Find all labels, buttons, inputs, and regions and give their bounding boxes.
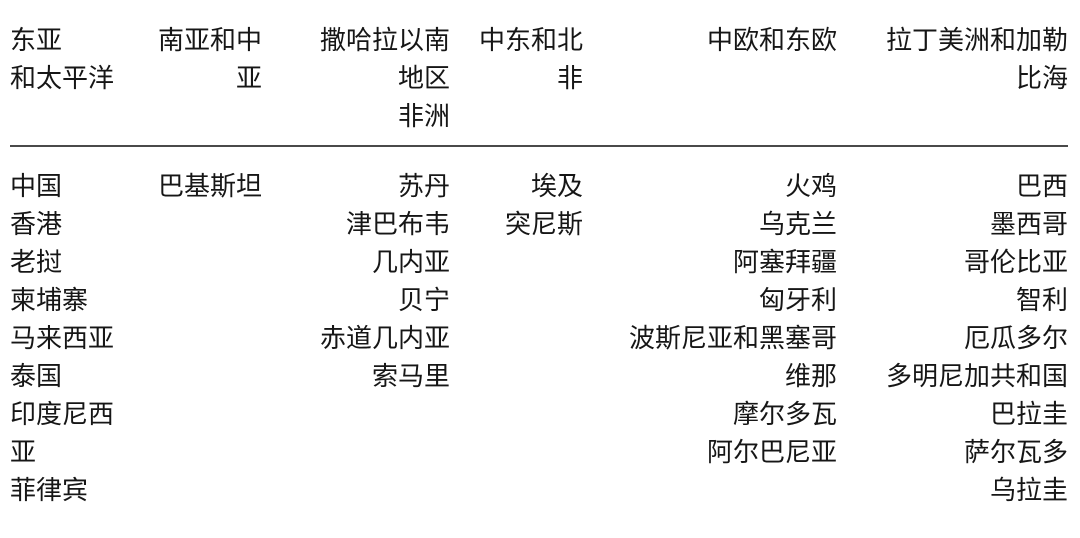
column-countries-central-eastern-europe: 火鸡乌克兰阿塞拜疆匈牙利波斯尼亚和黑塞哥维那摩尔多瓦阿尔巴尼亚	[583, 147, 837, 509]
country-line: 阿塞拜疆	[732, 247, 837, 277]
country-line: 智利	[1015, 285, 1068, 315]
country-line: 厄瓜多尔	[963, 323, 1068, 353]
column-header-sub-saharan-africa: 撒哈拉以南地区非洲	[262, 0, 450, 145]
country-line: 维那	[784, 361, 837, 391]
country-line: 柬埔寨	[10, 285, 89, 315]
header-line: 比海	[1015, 63, 1068, 93]
column-header-south-central-asia: 南亚和中亚	[150, 0, 262, 145]
column-header-east-asia-pacific: 东亚和太平洋	[10, 0, 150, 145]
country-line: 埃及	[530, 171, 583, 201]
country-line: 印度尼西	[10, 399, 115, 429]
header-line: 南亚和中	[157, 25, 262, 55]
country-line: 多明尼加共和国	[885, 361, 1068, 391]
header-line: 中东和北	[478, 25, 583, 55]
country-line: 巴西	[1015, 171, 1068, 201]
country-line: 几内亚	[371, 247, 450, 277]
country-line: 阿尔巴尼亚	[706, 437, 837, 467]
header-line: 拉丁美洲和加勒	[885, 25, 1068, 55]
column-countries-east-asia-pacific: 中国香港老挝柬埔寨马来西亚泰国印度尼西亚菲律宾	[10, 147, 150, 509]
column-countries-latin-america-caribbean: 巴西墨西哥哥伦比亚智利厄瓜多尔多明尼加共和国巴拉圭萨尔瓦多乌拉圭	[837, 147, 1068, 509]
country-line: 波斯尼亚和黑塞哥	[628, 323, 837, 353]
header-line: 非	[556, 63, 583, 93]
regions-table: 东亚和太平洋 南亚和中亚 撒哈拉以南地区非洲 中东和北非 中欧和东欧 拉丁美洲和…	[10, 0, 1068, 509]
country-line: 菲律宾	[10, 475, 89, 505]
country-line: 中国	[10, 171, 63, 201]
header-line: 东亚	[10, 25, 63, 55]
header-line: 和太平洋	[10, 63, 115, 93]
country-line: 泰国	[10, 361, 63, 391]
country-line: 乌拉圭	[989, 475, 1068, 505]
country-line: 苏丹	[397, 171, 450, 201]
header-line: 非洲	[397, 101, 450, 131]
country-line: 亚	[10, 437, 37, 467]
country-line: 萨尔瓦多	[963, 437, 1068, 467]
country-line: 赤道几内亚	[319, 323, 450, 353]
country-line: 老挝	[10, 247, 63, 277]
country-line: 贝宁	[397, 285, 450, 315]
country-line: 突尼斯	[504, 209, 583, 239]
header-line: 地区	[397, 63, 450, 93]
country-line: 哥伦比亚	[963, 247, 1068, 277]
column-header-middle-east-north-africa: 中东和北非	[450, 0, 583, 145]
column-header-latin-america-caribbean: 拉丁美洲和加勒比海	[837, 0, 1068, 145]
country-line: 火鸡	[784, 171, 837, 201]
column-countries-sub-saharan-africa: 苏丹津巴布韦几内亚贝宁赤道几内亚索马里	[262, 147, 450, 509]
country-line: 索马里	[371, 361, 450, 391]
column-countries-middle-east-north-africa: 埃及突尼斯	[450, 147, 583, 509]
country-line: 香港	[10, 209, 63, 239]
country-line: 摩尔多瓦	[732, 399, 837, 429]
column-countries-south-central-asia: 巴基斯坦	[150, 147, 262, 509]
country-line: 乌克兰	[758, 209, 837, 239]
country-line: 巴拉圭	[989, 399, 1068, 429]
country-line: 马来西亚	[10, 323, 115, 353]
country-line: 墨西哥	[989, 209, 1068, 239]
header-line: 亚	[235, 63, 262, 93]
country-line: 津巴布韦	[345, 209, 450, 239]
header-line: 撒哈拉以南	[319, 25, 450, 55]
country-line: 巴基斯坦	[157, 171, 262, 201]
column-header-central-eastern-europe: 中欧和东欧	[583, 0, 837, 145]
country-line: 匈牙利	[758, 285, 837, 315]
header-divider	[10, 145, 1068, 147]
header-line: 中欧和东欧	[706, 25, 837, 55]
